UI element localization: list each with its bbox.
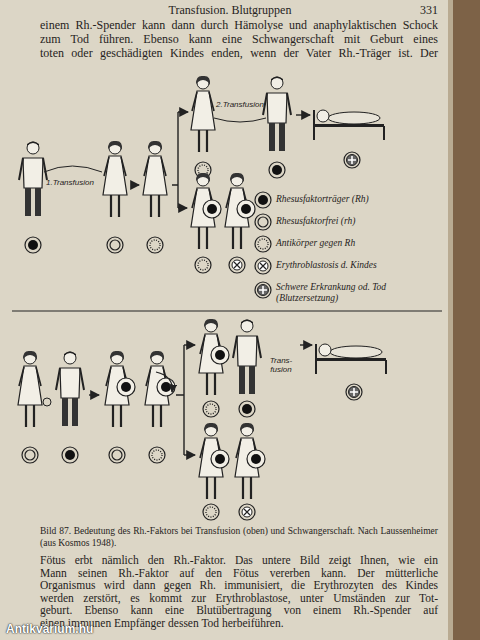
drawn-figure [316,344,386,374]
drawn-figure [239,401,255,417]
body-line: werden zerstört, es kommt zur Erythrobla… [40,592,438,605]
legend-text: Schwere Erkrankung od. Tod (Blutzersetzu… [276,282,406,303]
drawn-figure [255,282,271,298]
legend-text: Antikörper gegen Rh [276,238,406,249]
ring [43,398,51,406]
drawn-figure [255,258,271,274]
drawn-figure [199,319,229,395]
body-line: toten oder geschädigten Kindes enden, we… [40,46,438,60]
legend-text: Erythroblastosis d. Kindes [276,260,406,271]
body-line: Mann seinen Rh.-Faktor auf den Fötus ver… [40,567,438,580]
drawn-figure [62,447,78,463]
drawn-figure [149,447,165,463]
figure-caption: Bild 87. Bedeutung des Rh.-Faktors bei T… [40,526,438,549]
legend-text: Rhesusfaktorfrei (rh) [276,216,406,227]
drawn-figure [109,447,125,463]
drawn-figure [255,236,271,252]
separator-rule [12,310,442,311]
page-edge [448,0,453,640]
drawn-figure [203,504,219,520]
drawn-figure [225,173,255,249]
drawn-figure [199,423,229,499]
body-line: einen immunen Empfänger dessen Tod herbe… [40,617,438,630]
running-head: Transfusion. Blutgruppen [150,3,310,17]
lower-diagram [18,319,386,520]
drawn-figure [203,401,219,417]
drawn-figure [191,76,215,152]
watermark: Antikvárium.hu [6,622,93,636]
drawn-figure [25,237,41,253]
drawing-part [296,114,310,115]
body-line: Fötus erbt nämlich den Rh.-Faktor. Das u… [40,554,438,567]
transfusion-label: 1.Transfusion [46,178,100,187]
drawn-figure [18,351,42,427]
legend-text: Rhesusfaktorträger (Rh) [276,194,406,205]
drawing-part [89,394,99,395]
drawn-figure [255,214,271,230]
drawing-part [214,118,266,122]
drawing-part [179,207,187,208]
drawn-figure [105,351,135,427]
body-line: Organismus wird dann gegen Rh. immunisie… [40,579,438,592]
drawn-figure [255,192,271,208]
body-line: geburt. Ebenso kann eine Blutübertragung… [40,604,438,617]
drawing-part [44,166,102,172]
drawn-figure [239,504,255,520]
transfusion-label: Trans- fusion [264,356,298,374]
drawn-figure [103,141,127,217]
drawing-part [300,344,312,345]
drawn-figure [269,162,285,178]
drawn-figure [56,352,84,427]
drawn-figure [263,77,291,152]
drawing-part [132,184,139,185]
drawn-figure [229,257,245,273]
body-line: zum Tod führen. Ebenso kann eine Schwang… [40,32,438,46]
drawing-part [184,454,195,455]
drawing-part [156,372,172,392]
drawn-figure [344,152,360,168]
drawn-figure [145,351,175,427]
drawing-part [180,111,188,112]
drawn-figure [143,141,167,217]
drawn-figure [314,110,384,140]
book-edge [452,0,480,640]
drawn-figure [235,423,265,499]
drawn-figure [107,237,123,253]
drawing-part [176,345,184,455]
legend-symbols [255,192,271,298]
drawing-part [172,112,187,208]
drawn-figure [191,173,221,249]
drawn-figure [195,257,211,273]
body-line: einem Rh.-Spender kann dann durch Hämoly… [40,18,438,32]
drawn-figure [147,237,163,253]
transfusion-label: 2.Transfusion [216,100,262,109]
page-number: 331 [390,3,438,17]
drawn-figure [233,320,261,395]
drawing-part [184,344,195,345]
drawn-figure [22,447,38,463]
drawn-figure [346,384,362,400]
drawn-figure [19,142,47,217]
